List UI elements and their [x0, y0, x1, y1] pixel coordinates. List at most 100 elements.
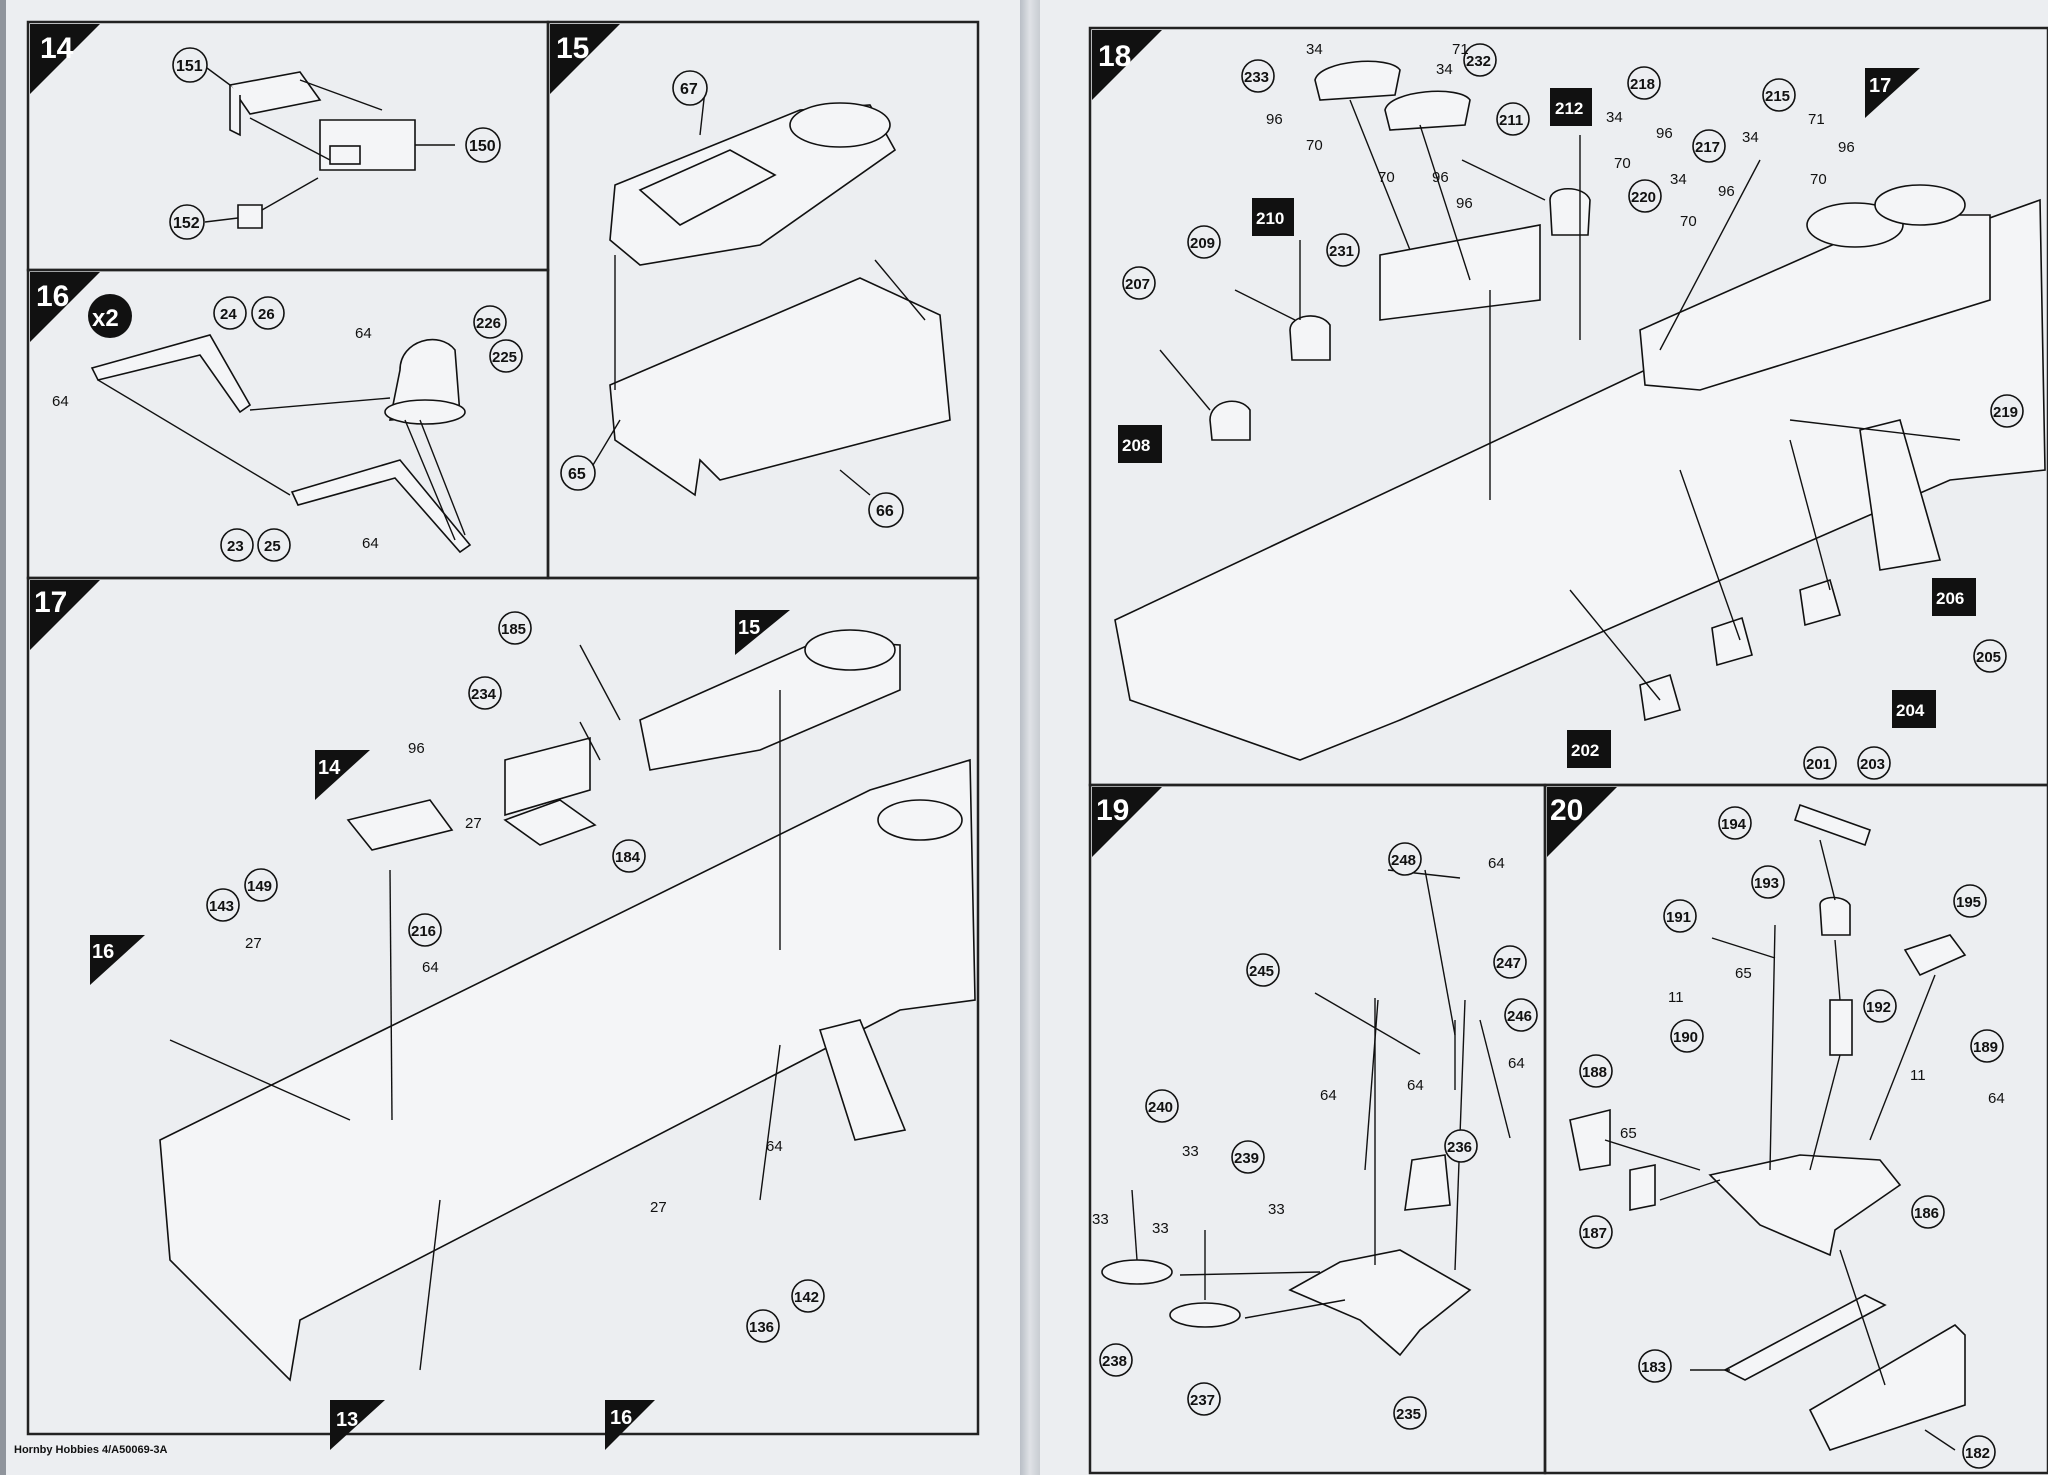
- step-17-ref-13: 13: [330, 1400, 385, 1450]
- callout-24: 24: [213, 296, 247, 330]
- svg-text:66: 66: [876, 503, 894, 520]
- step-19-marker: 19: [1092, 787, 1162, 857]
- step-17-ref-16-left: 16: [90, 935, 145, 985]
- svg-text:71: 71: [1808, 111, 1825, 128]
- callout-220: 220: [1628, 179, 1662, 213]
- callout-151: 151: [172, 47, 208, 83]
- svg-text:182: 182: [1965, 1445, 1990, 1462]
- svg-text:219: 219: [1993, 404, 2018, 421]
- callout-150: 150: [465, 127, 501, 163]
- svg-text:17: 17: [1869, 75, 1891, 97]
- svg-text:27: 27: [245, 935, 262, 952]
- svg-text:64: 64: [766, 1138, 783, 1155]
- callout-245: 245: [1246, 953, 1280, 987]
- svg-text:208: 208: [1122, 436, 1150, 455]
- callout-206: 206: [1932, 578, 1976, 616]
- callout-189: 189: [1970, 1029, 2004, 1063]
- svg-text:205: 205: [1976, 649, 2001, 666]
- svg-text:96: 96: [1656, 125, 1673, 142]
- callout-240: 240: [1145, 1089, 1179, 1123]
- callout-235: 235: [1393, 1396, 1427, 1430]
- svg-text:191: 191: [1666, 909, 1691, 926]
- svg-text:211: 211: [1499, 112, 1523, 129]
- svg-text:209: 209: [1190, 235, 1215, 252]
- svg-text:33: 33: [1268, 1201, 1285, 1218]
- svg-text:15: 15: [738, 617, 760, 639]
- svg-text:64: 64: [1407, 1077, 1424, 1094]
- svg-text:16: 16: [610, 1407, 632, 1429]
- svg-text:70: 70: [1378, 169, 1395, 186]
- svg-text:19: 19: [1096, 794, 1129, 827]
- callout-204: 204: [1892, 690, 1936, 728]
- callout-212: 212: [1550, 88, 1592, 126]
- callout-205: 205: [1973, 639, 2007, 673]
- svg-text:65: 65: [1735, 965, 1752, 982]
- svg-text:189: 189: [1973, 1039, 1998, 1056]
- svg-text:20: 20: [1550, 794, 1583, 827]
- step-18-ref-17: 17: [1865, 68, 1920, 118]
- step-17-ref-14: 14: [315, 750, 370, 800]
- svg-text:33: 33: [1182, 1143, 1199, 1160]
- svg-text:64: 64: [1488, 855, 1505, 872]
- callout-65: 65: [560, 455, 596, 491]
- svg-text:247: 247: [1496, 955, 1521, 972]
- callout-231: 231: [1326, 233, 1360, 267]
- svg-text:96: 96: [1456, 195, 1473, 212]
- svg-text:220: 220: [1631, 189, 1656, 206]
- callout-232: 232: [1463, 43, 1497, 77]
- svg-text:216: 216: [411, 923, 436, 940]
- svg-text:13: 13: [336, 1409, 358, 1431]
- svg-text:136: 136: [749, 1319, 774, 1336]
- callout-183: 183: [1638, 1349, 1672, 1383]
- callout-149: 149: [244, 868, 278, 902]
- callout-192: 192: [1863, 989, 1897, 1023]
- callout-194: 194: [1718, 806, 1752, 840]
- svg-text:142: 142: [794, 1289, 819, 1306]
- svg-text:232: 232: [1466, 53, 1491, 70]
- callout-201: 201: [1803, 746, 1837, 780]
- callout-217: 217: [1692, 129, 1726, 163]
- callout-188: 188: [1579, 1054, 1613, 1088]
- step-17-ref-16-right: 16: [605, 1400, 655, 1450]
- svg-text:236: 236: [1447, 1139, 1472, 1156]
- svg-text:235: 235: [1396, 1406, 1421, 1423]
- svg-text:203: 203: [1860, 756, 1885, 773]
- svg-text:14: 14: [318, 757, 341, 779]
- step-20-marker: 20: [1547, 787, 1617, 857]
- svg-text:217: 217: [1695, 139, 1720, 156]
- svg-text:70: 70: [1680, 213, 1697, 230]
- svg-text:26: 26: [258, 306, 275, 323]
- svg-text:210: 210: [1256, 209, 1284, 228]
- svg-text:96: 96: [408, 740, 425, 757]
- svg-text:24: 24: [220, 306, 237, 323]
- callout-25: 25: [257, 528, 291, 562]
- svg-text:65: 65: [1620, 1125, 1637, 1142]
- svg-text:190: 190: [1673, 1029, 1698, 1046]
- svg-text:x2: x2: [92, 305, 119, 332]
- svg-text:206: 206: [1936, 589, 1964, 608]
- callout-26: 26: [251, 296, 285, 330]
- step-17-ref-15: 15: [735, 610, 790, 655]
- step-18-leader-lines: [1159, 99, 1961, 701]
- callout-182: 182: [1962, 1435, 1996, 1469]
- callout-207: 207: [1122, 266, 1156, 300]
- svg-text:34: 34: [1670, 171, 1687, 188]
- svg-text:25: 25: [264, 538, 281, 555]
- svg-text:184: 184: [615, 849, 641, 866]
- svg-text:70: 70: [1614, 155, 1631, 172]
- svg-text:64: 64: [1320, 1087, 1337, 1104]
- svg-text:207: 207: [1125, 276, 1150, 293]
- svg-text:245: 245: [1249, 963, 1274, 980]
- svg-text:152: 152: [173, 215, 200, 232]
- svg-text:34: 34: [1306, 41, 1323, 58]
- svg-text:16: 16: [36, 280, 69, 313]
- step-15-parts: [589, 89, 951, 497]
- svg-text:151: 151: [176, 58, 203, 75]
- svg-text:34: 34: [1742, 129, 1759, 146]
- svg-text:96: 96: [1838, 139, 1855, 156]
- callout-202: 202: [1567, 730, 1611, 768]
- svg-text:71: 71: [1452, 41, 1469, 58]
- svg-text:185: 185: [501, 621, 526, 638]
- callout-190: 190: [1670, 1019, 1704, 1053]
